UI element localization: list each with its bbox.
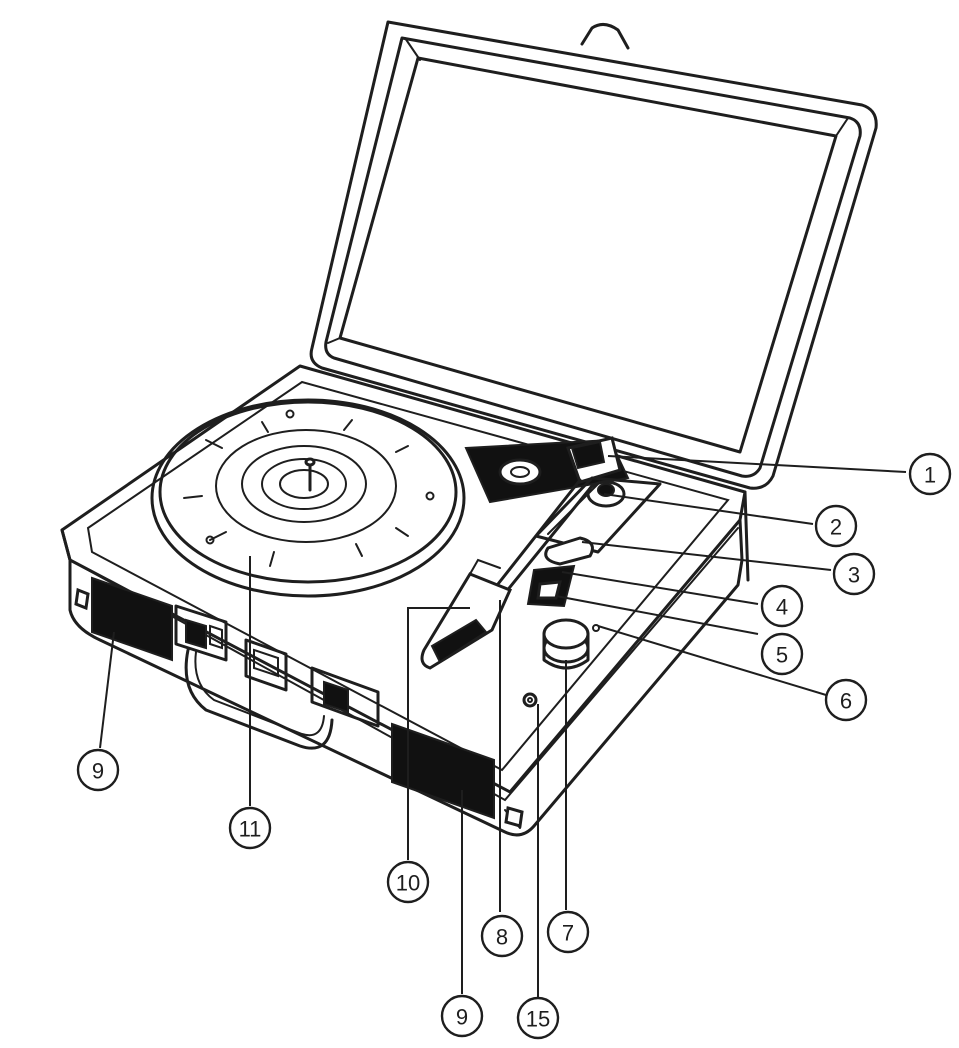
lid (309, 20, 878, 490)
callout-label-5: 5 (776, 643, 788, 668)
front-panel (174, 604, 380, 750)
callout-10: 10 (386, 860, 430, 904)
tonearm-assembly (420, 436, 662, 708)
speaker-grille-left (91, 576, 173, 662)
callout-label-2: 2 (830, 515, 842, 540)
latch-right (323, 680, 349, 714)
callout-label-10: 10 (396, 871, 420, 896)
speaker-grille-right (391, 722, 495, 820)
callout-8: 8 (480, 914, 524, 958)
latch-right-panel (310, 666, 380, 728)
callout-3: 3 (832, 552, 876, 596)
callout-label-6: 6 (840, 689, 852, 714)
callout-4: 4 (760, 584, 804, 628)
corner-foot (504, 806, 524, 828)
callout-label-9-bottom: 9 (456, 1005, 468, 1030)
callout-2: 2 (814, 504, 858, 548)
callout-label-4: 4 (776, 595, 788, 620)
callout-5: 5 (760, 632, 804, 676)
lid-latch (580, 23, 630, 50)
cue-lever (544, 536, 594, 566)
callout-label-7: 7 (562, 921, 574, 946)
headphone-jack (522, 692, 538, 708)
callout-9-bottom: 9 (440, 994, 484, 1038)
callout-label-9-left: 9 (92, 759, 104, 784)
case-body (60, 364, 750, 837)
leader-lines (99, 455, 907, 998)
carry-handle (184, 648, 334, 750)
callout-9-left: 9 (76, 748, 120, 792)
platter (150, 398, 466, 598)
callout-6: 6 (824, 678, 868, 722)
callout-label-11: 11 (239, 817, 262, 842)
callout-7: 7 (546, 910, 590, 954)
corner-foot-left (74, 587, 90, 611)
switch-panel (244, 638, 288, 692)
callout-1: 1 (908, 452, 952, 496)
callout-label-1: 1 (924, 463, 936, 488)
callout-label-8: 8 (496, 925, 508, 950)
callout-label-15: 15 (526, 1007, 550, 1032)
callout-15: 15 (516, 996, 560, 1040)
callout-label-3: 3 (848, 563, 860, 588)
latch-left (185, 618, 207, 650)
callout-11: 11 (228, 806, 272, 850)
